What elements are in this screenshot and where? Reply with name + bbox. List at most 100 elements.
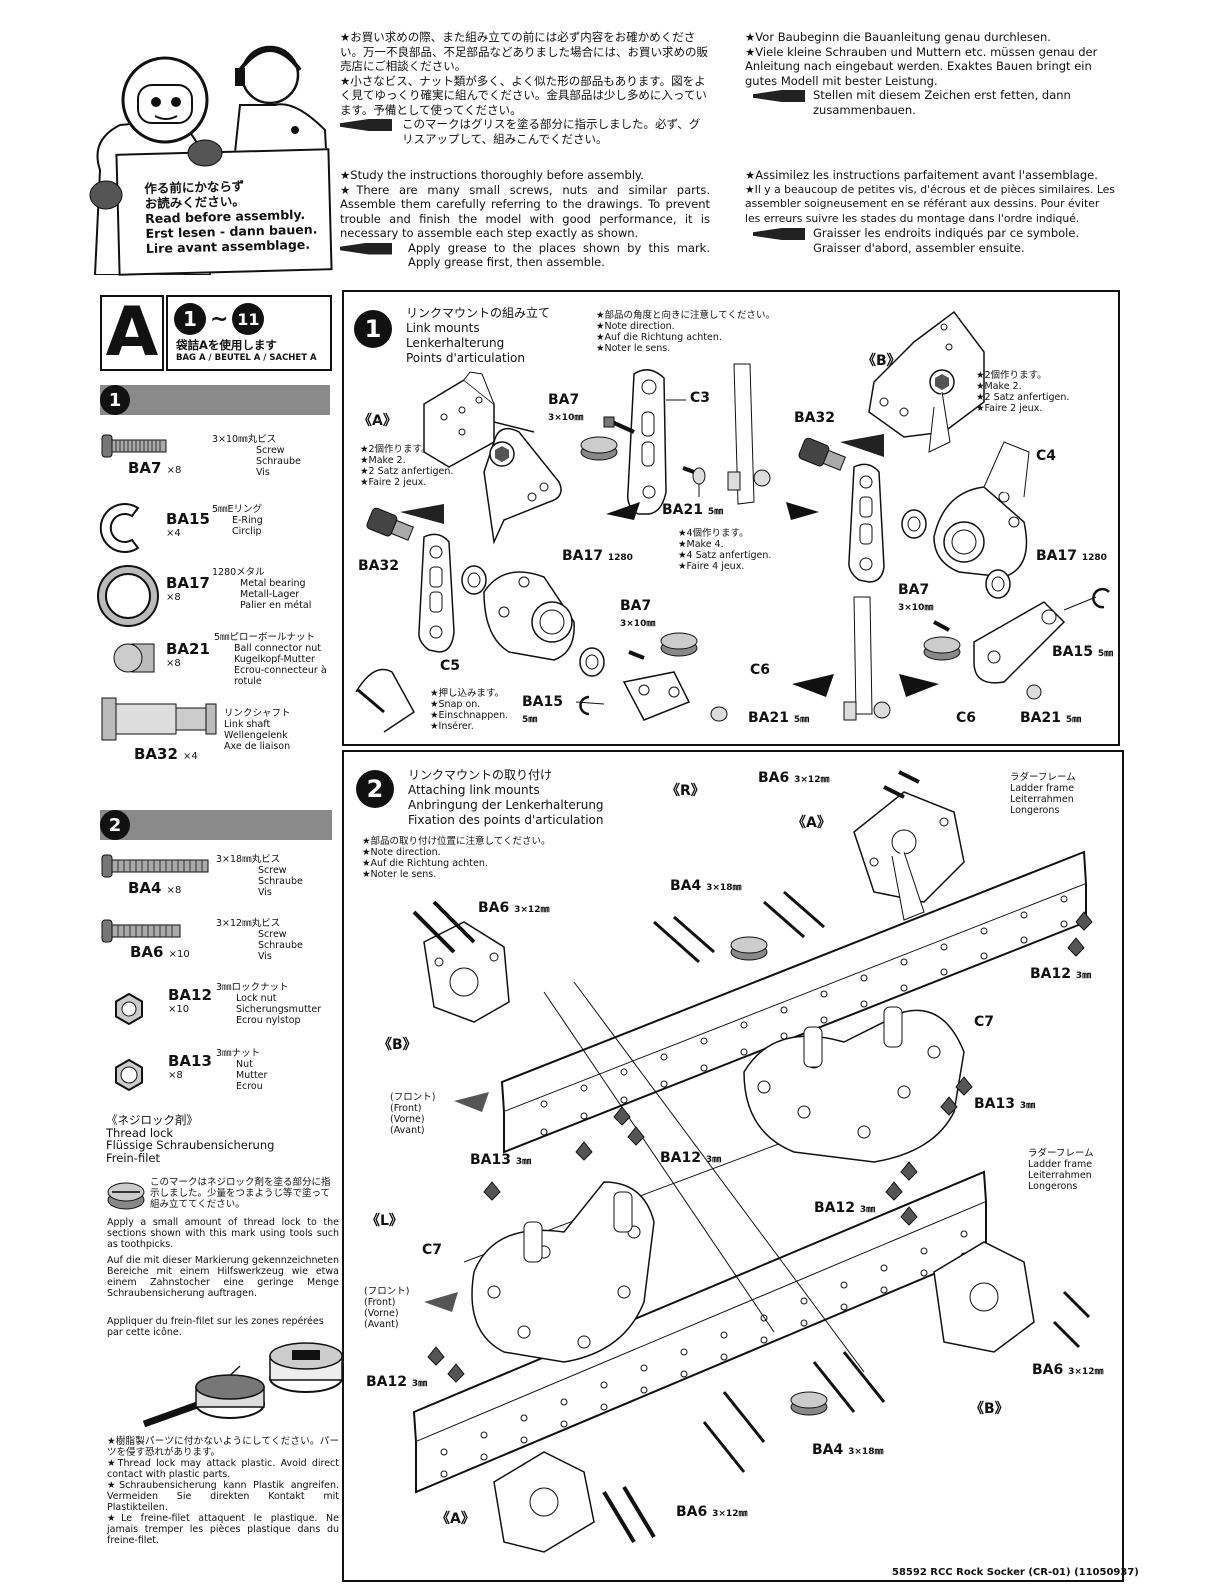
lbl-A: 《A》 [358,413,397,429]
part-l2: Sicherungsmutter [236,1004,322,1015]
note-ja: ★2個作ります。 [976,370,1047,381]
step2-title-ja: リンクマウントの取り付け [408,768,553,782]
part-ja: 5㎜ピローボールナット [214,632,316,643]
step1-box: 1 リンクマウントの組み立て Link mounts Lenkerhalteru… [342,290,1120,746]
threadlock-en-desc: Apply a small amount of thread lock to t… [107,1217,339,1250]
note-en: ★Make 2. [360,455,406,466]
lbl-code: BA4 [670,878,702,894]
lbl-code: BA7 [620,598,652,614]
part-l2: Schraube [258,940,303,951]
threadlock-warn-fr: ★Le freine-filet attaquent le plastique.… [107,1513,339,1546]
lbl-code: BA12 [366,1374,407,1390]
lbl-code: BA13 [470,1152,511,1168]
lbl-BA21-bottom-right: BA21 5㎜ [1020,710,1081,726]
step1-title-fr: Points d'articulation [406,351,525,365]
lbl-size: 3×10㎜ [620,619,656,629]
step2-note: ★部品の取り付け位置に注意してください。★Note direction.★Auf… [362,836,550,880]
note-en: ★Note direction. [362,847,441,858]
lbl-C6-right: C6 [956,710,977,726]
step1-make2-b: ★2個作ります。★Make 2.★2 Satz anfertigen.★Fair… [976,370,1069,414]
link-shaft-icon [101,697,217,741]
threadlock-warn: ★樹脂製パーツに付かないようにしてください。パーツを侵す恐れがあります。 ★Th… [107,1436,339,1546]
lbl-size: 3×12㎜ [514,905,550,915]
part-qty: ×10 [168,949,190,960]
ball-nut-icon [113,643,155,673]
part-code: BA6 [130,943,164,961]
part-ja: 3×18㎜丸ビス [216,854,281,865]
screw-long-icon [101,854,209,878]
lbl-size: 1280 [1081,553,1107,563]
lbl-size: 3×12㎜ [794,775,830,785]
intro-en: ★Study the instructions thoroughly befor… [340,168,710,270]
intro-de-3: Stellen mit diesem Zeichen erst fetten, … [813,88,1071,117]
lbl-size: 3㎜ [1075,971,1092,981]
ladder-de: Leiterrahmen [1010,794,1074,805]
lbl-code: BA6 [478,900,510,916]
lbl-size: 1280 [607,553,633,563]
lbl-size: 5㎜ [793,715,810,725]
part-BA32: BA32 ×4 [134,744,198,763]
part-BA21: BA21×8 [166,640,210,669]
lbl-code: BA12 [1030,966,1071,982]
step1-num: 1 [354,310,392,348]
note-fr: ★Faire 2 jeux. [976,403,1043,414]
lbl-BA6-left: BA6 3×12㎜ [478,900,549,916]
intro-fr: ★Assimilez les instructions parfaitement… [745,168,1117,255]
lbl-A-top: 《A》 [792,815,831,831]
part-l1: Screw [258,929,287,940]
lbl-C7-top: C7 [974,1014,995,1030]
part-l3: Ecrou [236,1081,263,1092]
bag-range-box: 1 ~ 11 袋詰Aを使用します BAG A / BEUTEL A / SACH… [166,295,332,371]
intro-fr-1: ★Assimilez les instructions parfaitement… [745,168,1098,182]
front-de: (Vorne) [390,1114,425,1125]
lbl-size: 3㎜ [859,1205,876,1215]
step1-title-de: Lenkerhalterung [406,336,505,350]
intro-en-1: ★Study the instructions thoroughly befor… [340,168,644,182]
lbl-BA4-top: BA4 3×18㎜ [670,878,741,894]
threadlock-warn-ja: ★樹脂製パーツに付かないようにしてください。パーツを侵す恐れがあります。 [107,1436,339,1458]
threadlock-warn-de: ★Schraubensicherung kann Plastik angreif… [107,1480,339,1513]
ladder-de: Leiterrahmen [1028,1170,1092,1181]
part-ja: 3㎜ナット [216,1048,261,1059]
lbl-code: BA15 [522,694,563,710]
lbl-code: BA7 [548,392,580,408]
note-en: ★Snap on. [430,699,481,710]
front-fr: (Avant) [364,1319,399,1330]
lbl-code: BA12 [814,1200,855,1216]
part-BA13: BA13×8 [168,1052,212,1081]
part-qty: ×8 [168,1070,183,1081]
part-l1: Lock nut [236,993,277,1004]
part-l1: Ball connector nut [234,643,322,654]
lbl-BA12-right: BA12 3㎜ [814,1200,875,1216]
lbl-BA4-bottom: BA4 3×18㎜ [812,1442,883,1458]
note-fr: ★Faire 4 jeux. [678,561,745,572]
part-l3: Ecrou-connecteur à rotule [234,665,327,687]
part-l1: Link shaft [224,719,271,730]
front-ja: (フロント) [364,1286,410,1297]
lbl-code: BA17 [1036,548,1077,564]
part-l2: Kugelkopf-Mutter [234,654,315,665]
note-ja: ★4個作ります。 [678,528,749,539]
part-qty: ×4 [166,528,181,539]
ladder-ja: ラダーフレーム [1010,772,1076,783]
screw-icon [101,434,167,458]
hand-icon [187,139,223,167]
intro-ja-2: ★小さなビス、ナット類が多く、よく似た形の部品もあります。図をよく見てゆっくり確… [340,73,707,117]
ladder-en: Ladder frame [1028,1159,1093,1170]
part-l1: Nut [236,1059,253,1070]
part-qty: ×8 [166,592,181,603]
threadlock-ja-desc: このマークはネジロック剤を塗る部分に指示しました。少量をつまようじ等で塗って組み… [150,1177,331,1210]
lbl-size: 3×18㎜ [848,1447,884,1457]
lbl-code: BA7 [898,582,930,598]
range-tilde: ~ [210,306,229,332]
threadlock-fr-desc: Appliquer du frein-filet sur les zones r… [107,1316,324,1338]
lbl-B-right: 《B》 [970,1401,1009,1417]
intro-ja-1: ★お買い求めの際、また組み立ての前には必ず内容をお確かめください。万一不良部品、… [340,30,708,73]
grease-mark-icon [753,228,805,240]
lbl-code: BA4 [812,1442,844,1458]
lbl-size: 5㎜ [1097,649,1114,659]
